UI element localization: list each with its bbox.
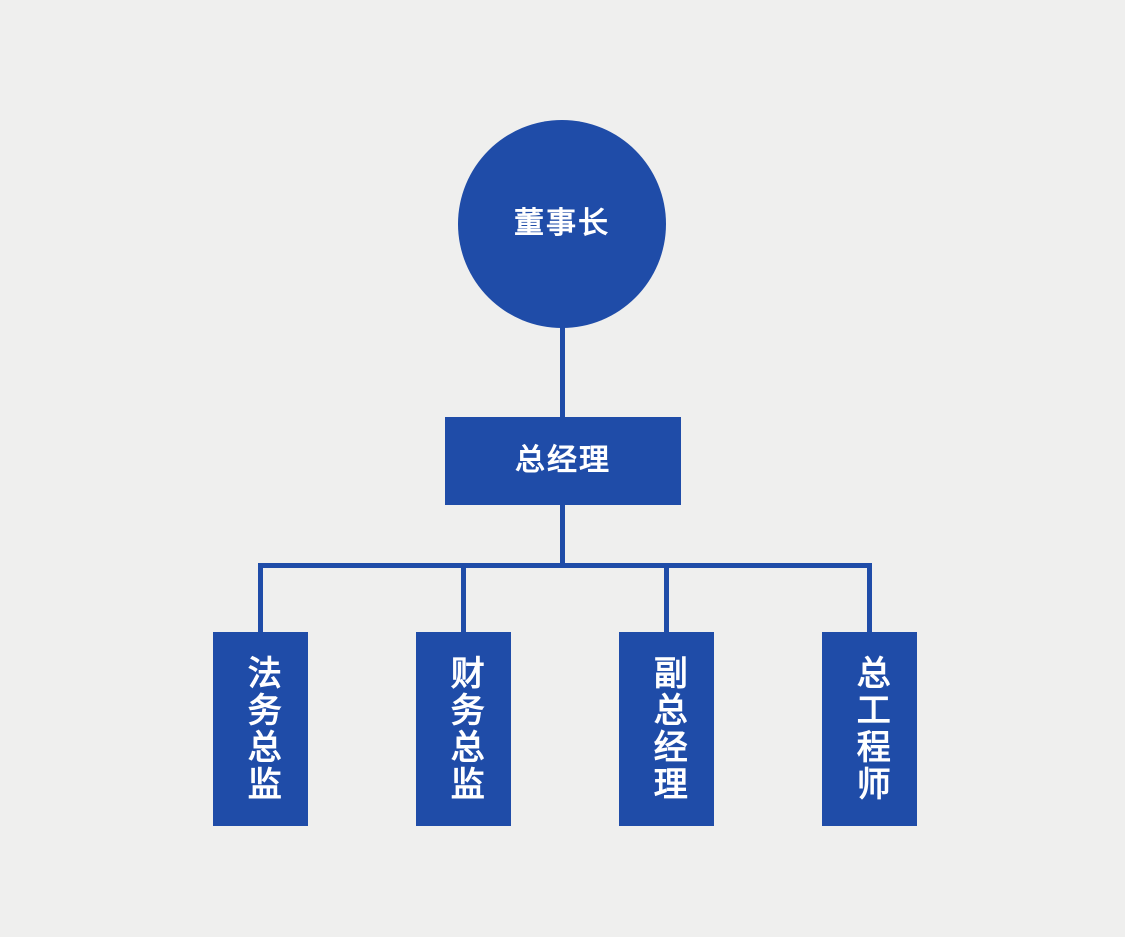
org-node-general-manager[interactable]: 总经理: [445, 417, 681, 505]
org-node-finance-director-label: 财务总监: [445, 655, 484, 803]
org-node-legal-director-label: 法务总监: [242, 655, 281, 803]
org-node-deputy-general-manager[interactable]: 副总经理: [619, 632, 714, 826]
org-node-general-manager-label: 总经理: [515, 444, 611, 477]
org-node-deputy-general-manager-label: 副总经理: [648, 655, 687, 803]
org-node-legal-director[interactable]: 法务总监: [213, 632, 308, 826]
org-node-chief-engineer-label: 总工程师: [851, 655, 890, 803]
org-node-finance-director[interactable]: 财务总监: [416, 632, 511, 826]
org-node-chairman[interactable]: 董事长: [458, 120, 666, 328]
org-node-chairman-label: 董事长: [514, 207, 610, 240]
org-node-chief-engineer[interactable]: 总工程师: [822, 632, 917, 826]
